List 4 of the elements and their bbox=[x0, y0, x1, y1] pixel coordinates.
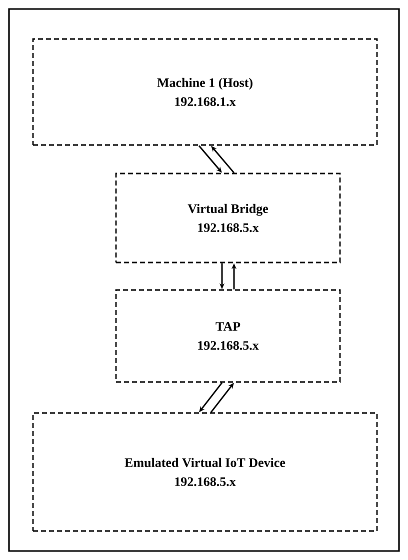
dashed-box: Emulated Virtual IoT Device 192.168.5.x bbox=[32, 412, 378, 532]
dashed-box: Virtual Bridge 192.168.5.x bbox=[115, 172, 341, 264]
dashed-box: Machine 1 (Host) 192.168.1.x bbox=[32, 38, 378, 146]
dashed-box: TAP 192.168.5.x bbox=[115, 289, 341, 383]
